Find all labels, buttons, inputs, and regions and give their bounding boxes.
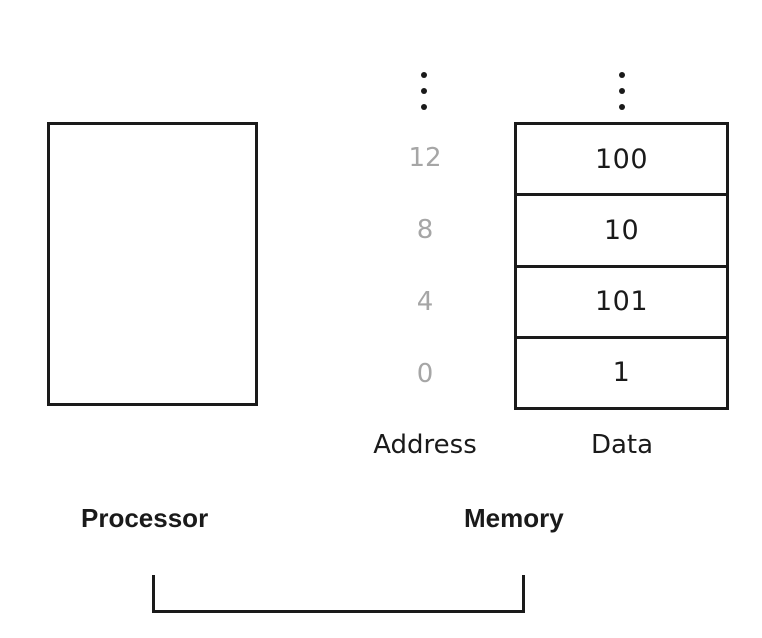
memory-table: 100 10 101 1 bbox=[514, 122, 729, 410]
address-value: 12 bbox=[408, 143, 442, 173]
address-value: 8 bbox=[416, 215, 434, 245]
data-column-label: Data bbox=[590, 430, 654, 460]
address-column: 12 8 4 0 bbox=[380, 122, 470, 410]
processor-label: Processor bbox=[81, 503, 209, 533]
address-value: 4 bbox=[416, 287, 434, 317]
memory-data-cell: 100 bbox=[594, 143, 649, 175]
memory-data-cell: 1 bbox=[517, 335, 726, 407]
memory-data-cell: 10 bbox=[517, 193, 726, 264]
address-ellipsis bbox=[419, 70, 429, 112]
memory-label: Memory bbox=[464, 503, 564, 533]
address-column-label: Address bbox=[373, 430, 477, 460]
data-ellipsis bbox=[617, 70, 627, 112]
memory-data-cell: 101 bbox=[517, 264, 726, 336]
processor-box bbox=[47, 122, 258, 406]
address-value: 0 bbox=[416, 359, 434, 389]
connection-bracket bbox=[152, 575, 525, 613]
